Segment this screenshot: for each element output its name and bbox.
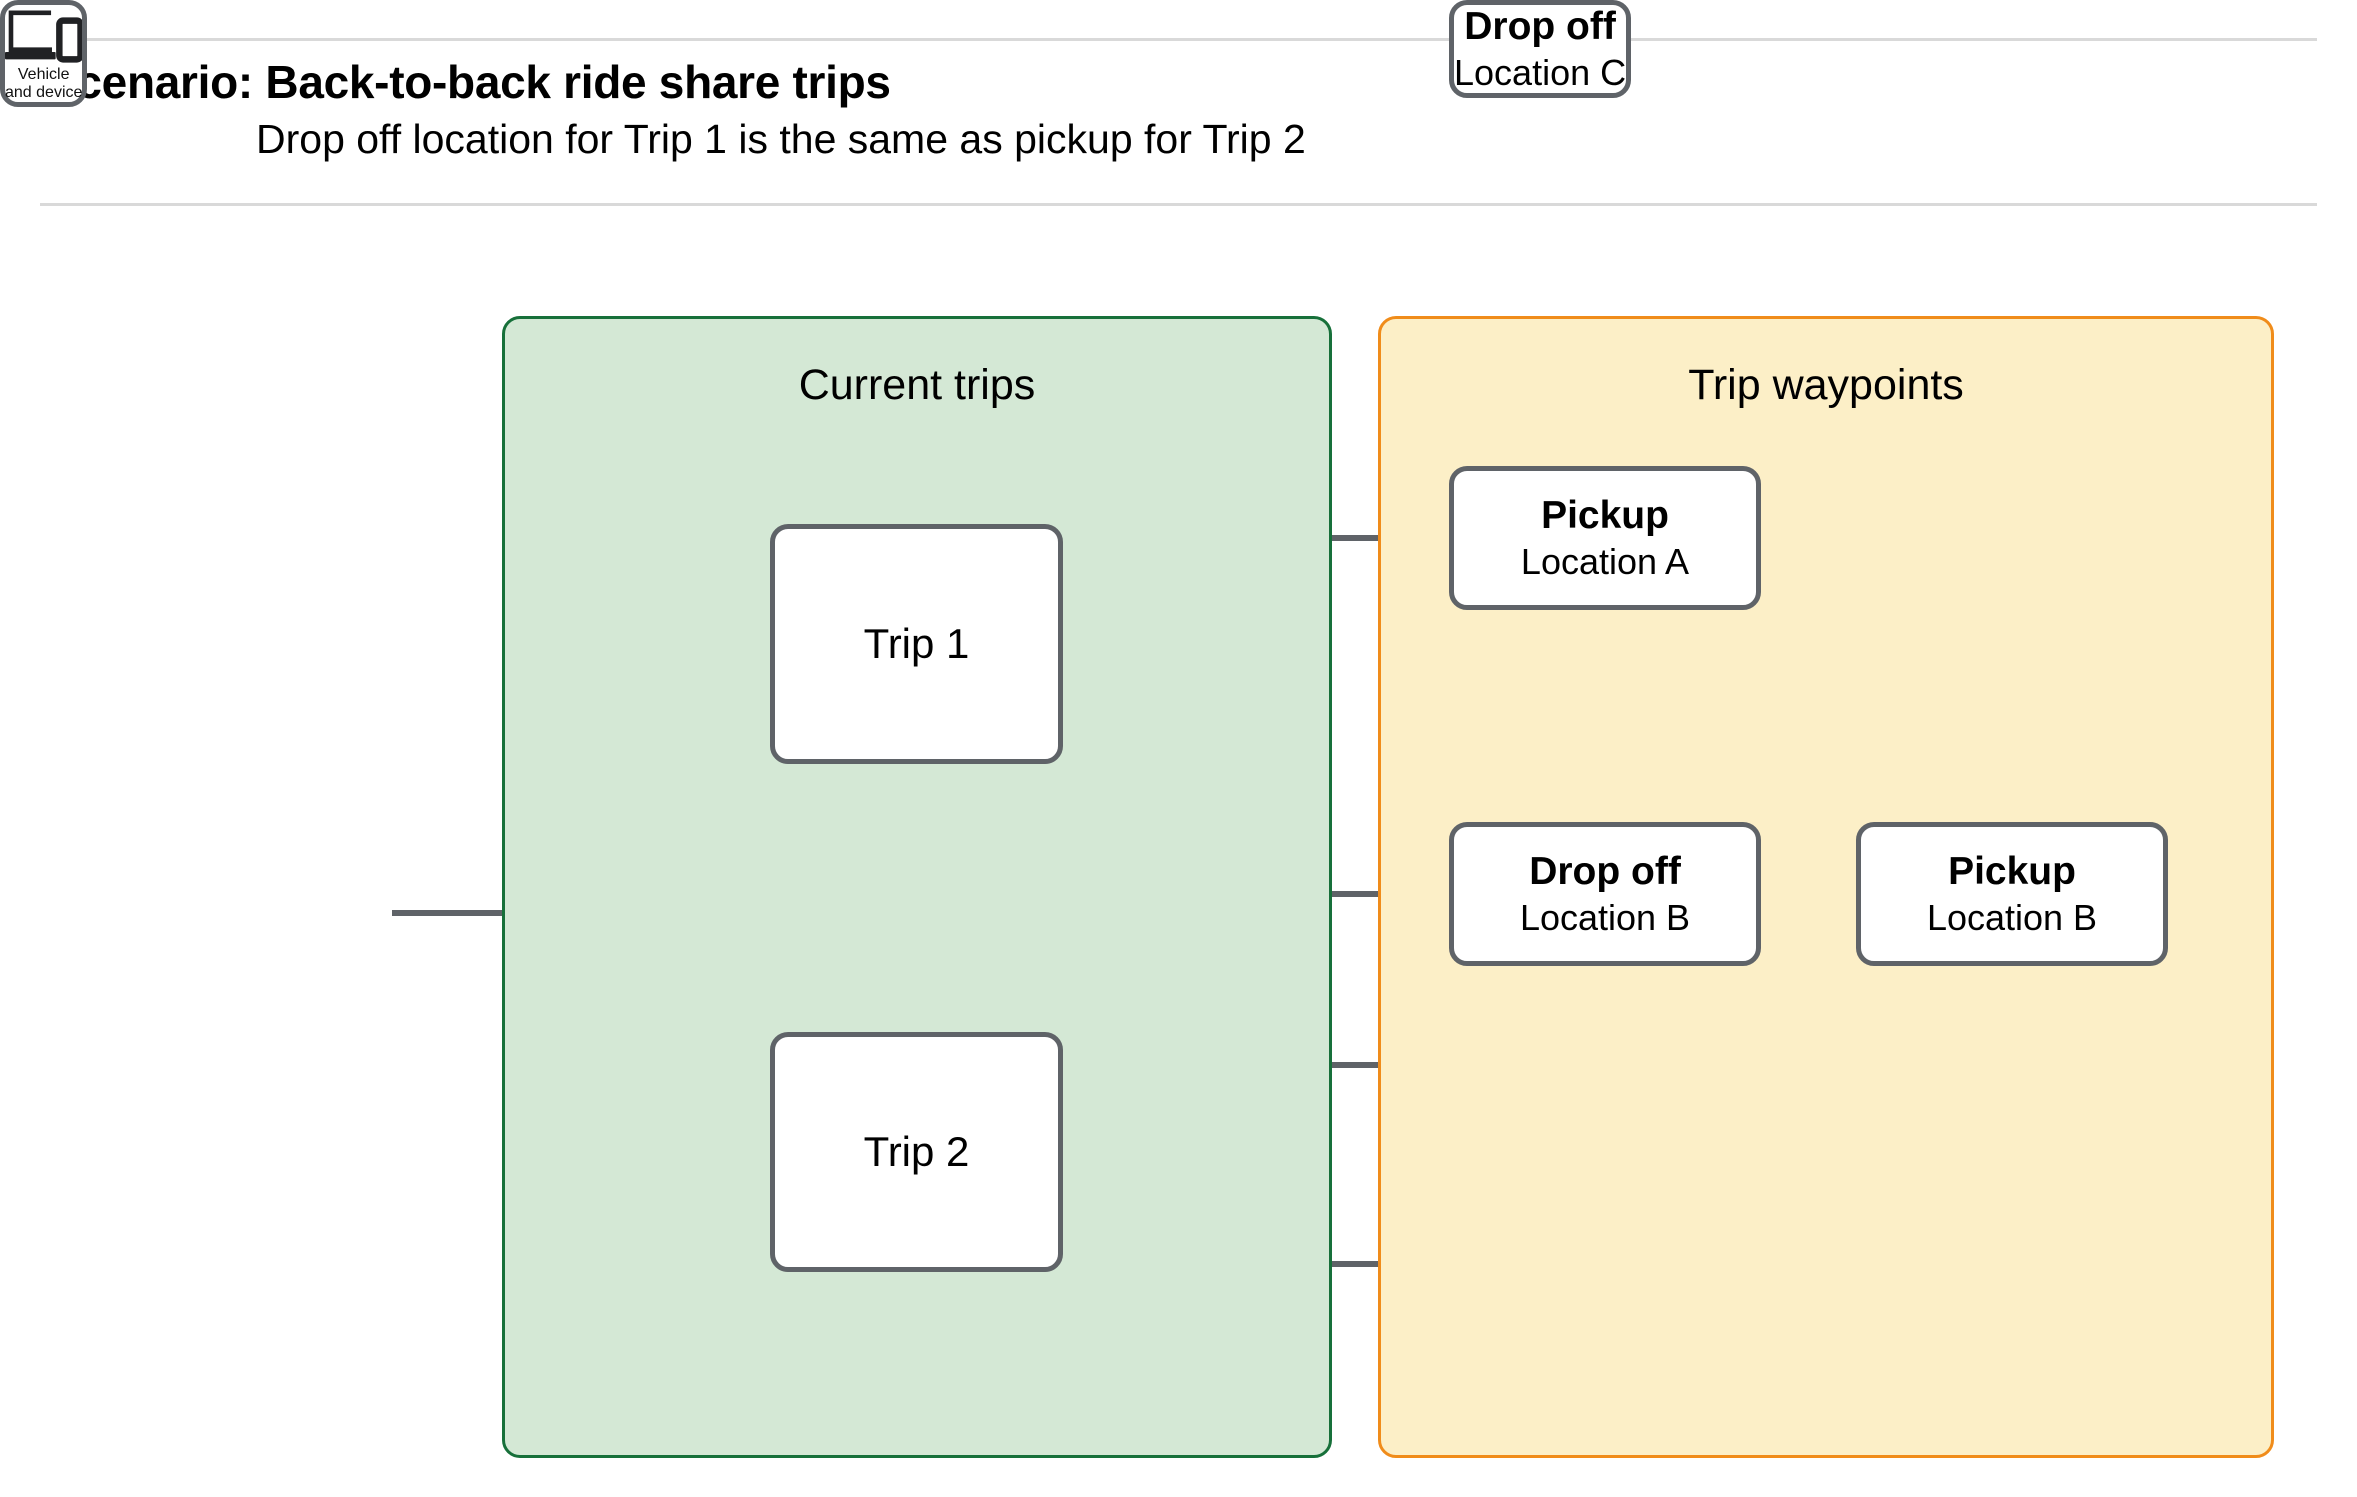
node-waypoint-dropoff-b[interactable]: Drop off Location B — [1449, 822, 1761, 966]
node-vehicle-label-line1: Vehicle — [17, 65, 70, 83]
header-block: Scenario: Back-to-back ride share trips … — [46, 58, 2246, 161]
node-waypoint-pickup-a-type: Pickup — [1541, 494, 1669, 537]
header-divider-bottom — [40, 203, 2317, 206]
node-vehicle-and-device[interactable]: Vehicle and device — [0, 0, 88, 107]
node-waypoint-pickup-b-type: Pickup — [1948, 850, 2076, 893]
node-trip-2[interactable]: Trip 2 — [770, 1032, 1063, 1272]
node-waypoint-dropoff-c-location: Location C — [1454, 51, 1627, 93]
devices-icon — [5, 10, 83, 63]
node-waypoint-pickup-a[interactable]: Pickup Location A — [1449, 466, 1761, 610]
page-title: Scenario: Back-to-back ride share trips — [46, 56, 891, 108]
header-divider-top — [40, 38, 2317, 41]
node-waypoint-pickup-a-location: Location A — [1520, 540, 1690, 582]
page-subtitle: Drop off location for Trip 1 is the same… — [256, 116, 1306, 163]
node-waypoint-dropoff-c-type: Drop off — [1464, 5, 1616, 48]
node-waypoint-pickup-b[interactable]: Pickup Location B — [1856, 822, 2168, 966]
panel-current-trips-title: Current trips — [798, 361, 1036, 409]
panel-current-trips: Current trips — [502, 316, 1332, 1458]
panel-trip-waypoints-title: Trip waypoints — [1688, 361, 1964, 409]
node-trip-2-label: Trip 2 — [863, 1128, 970, 1176]
node-waypoint-dropoff-b-location: Location B — [1519, 896, 1691, 938]
node-vehicle-label-line2: and device — [5, 83, 83, 101]
node-trip-1-label: Trip 1 — [863, 620, 970, 668]
node-waypoint-dropoff-b-type: Drop off — [1529, 850, 1681, 893]
node-waypoint-pickup-b-location: Location B — [1926, 896, 2098, 938]
node-trip-1[interactable]: Trip 1 — [770, 524, 1063, 764]
node-waypoint-dropoff-c[interactable]: Drop off Location C — [1449, 0, 1632, 98]
node-vehicle-label: Vehicle and device — [5, 66, 82, 102]
